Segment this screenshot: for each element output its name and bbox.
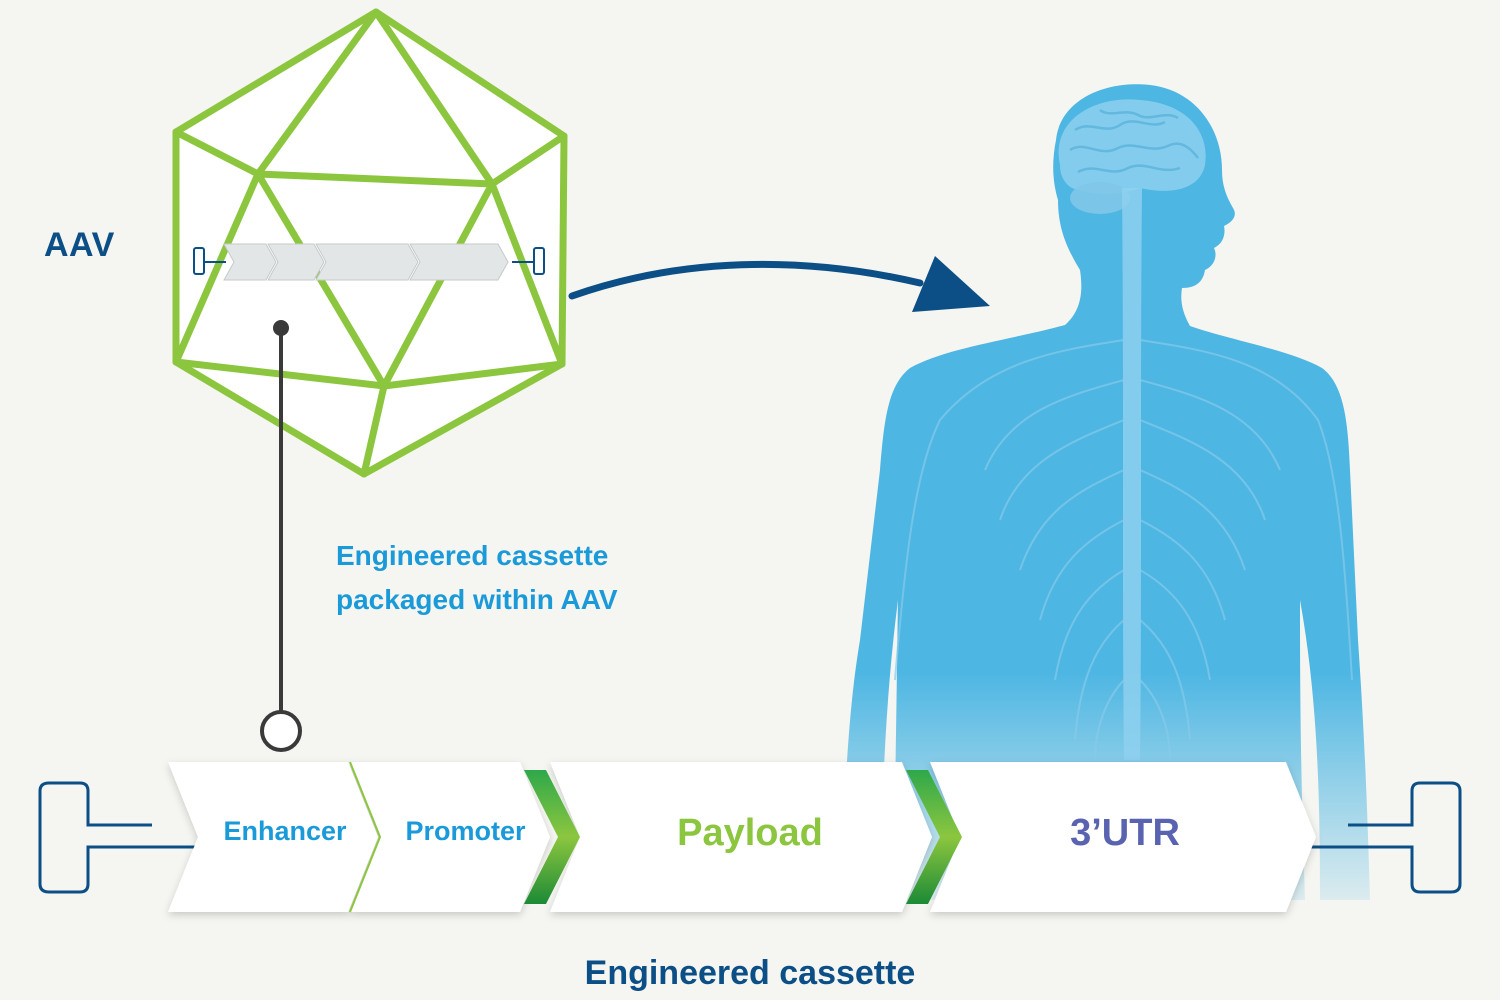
caption-line-1: Engineered cassette <box>336 540 609 571</box>
promoter-label: Promoter <box>405 816 526 846</box>
itr-left <box>38 781 195 894</box>
delivery-arrow <box>568 256 990 312</box>
caption: Engineered cassette packaged within AAV <box>336 534 618 622</box>
payload-utr-chevron <box>906 770 962 904</box>
enhancer-label: Enhancer <box>223 816 347 846</box>
caption-line-2: packaged within AAV <box>336 584 618 615</box>
segment-utr <box>930 762 1316 912</box>
enhancer-promoter-divider <box>349 761 382 913</box>
pointer-line <box>260 320 302 752</box>
utr-label: 3’UTR <box>1070 812 1180 854</box>
payload-label: Payload <box>677 812 823 854</box>
promoter-payload-chevron <box>524 770 580 904</box>
cerebellum <box>1070 182 1130 214</box>
human-body <box>840 84 1370 900</box>
cassette <box>168 762 1316 912</box>
aav-capsid <box>172 8 568 478</box>
spinal-cord <box>1122 188 1142 760</box>
segment-promoter <box>350 762 550 912</box>
mini-cassette <box>193 243 545 281</box>
brain-folds <box>1069 108 1199 174</box>
peripheral-nerves <box>894 339 1353 761</box>
aav-label: AAV <box>44 226 115 264</box>
itr-right <box>1310 781 1462 894</box>
cassette-title: Engineered cassette <box>584 954 916 992</box>
segment-enhancer <box>168 762 378 912</box>
human-silhouette <box>840 84 1370 900</box>
segment-payload <box>550 762 932 912</box>
